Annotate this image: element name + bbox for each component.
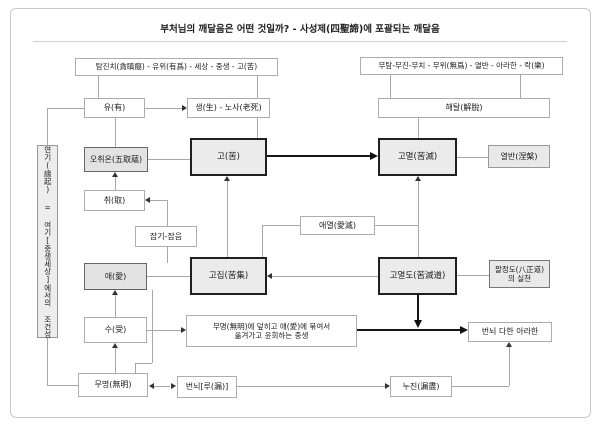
- node-ae: 애(愛): [84, 263, 147, 290]
- node-yeongi: 연기(緣起) = 여기[중생세상]에서의 조건성: [37, 145, 58, 338]
- connector: [167, 200, 168, 226]
- node-gomyeol: 고멸(苦滅): [378, 138, 457, 176]
- arrowhead: [112, 343, 118, 348]
- connector: [115, 118, 116, 147]
- connector: [47, 108, 48, 145]
- node-gomyeoldo: 고멸도(苦滅道): [378, 257, 457, 295]
- thick-connector: [417, 295, 419, 320]
- node-arahan: 번뇌 다한 아라한: [468, 322, 552, 342]
- node-beonnoe-ru: 번뇌[루(漏)]: [177, 376, 237, 398]
- connector: [257, 75, 258, 98]
- connector: [150, 200, 167, 201]
- node-gojip: 고집(苦集): [190, 257, 267, 295]
- samsara-line2: 옮겨가고 윤회하는 중생: [234, 331, 309, 340]
- arrowhead: [112, 290, 118, 295]
- thick-arrowhead: [370, 152, 378, 160]
- connector: [452, 386, 509, 387]
- connector: [145, 108, 182, 109]
- connector: [262, 225, 300, 226]
- arrowhead: [385, 383, 390, 389]
- thick-arrowhead: [414, 320, 422, 328]
- thick-connector: [357, 329, 460, 331]
- paljeongdo-line1: 팔정도(八正道): [494, 264, 545, 274]
- connector: [152, 290, 153, 363]
- node-greed-summary: 탐진치(貪瞋癡) - 유위(有爲) - 세상 - 중생 - 고(苦): [75, 58, 278, 76]
- connector: [115, 348, 116, 373]
- connector: [457, 157, 488, 158]
- node-haetal: 해탈(解脫): [378, 98, 550, 118]
- connector: [272, 276, 378, 277]
- node-go: 고(苦): [190, 138, 267, 176]
- connector: [98, 76, 99, 98]
- connector: [418, 180, 419, 257]
- node-ochwion: 오취온(五取蘊): [84, 147, 148, 172]
- connector: [390, 75, 391, 98]
- title-divider: [33, 41, 567, 42]
- connector: [167, 247, 168, 263]
- node-samsara: 무명(無明)에 덮히고 애(愛)에 묶여서 옮겨가고 윤회하는 중생: [186, 315, 357, 347]
- paljeongdo-line2: 의 실천: [507, 274, 532, 283]
- connector: [227, 180, 228, 257]
- connector: [257, 118, 258, 138]
- node-mumyeong: 무명(無明): [78, 373, 148, 397]
- thick-connector: [267, 155, 371, 157]
- node-paljeongdo: 팔정도(八正道) 의 실천: [489, 260, 550, 288]
- connector: [47, 385, 78, 386]
- connector: [115, 295, 116, 317]
- node-saeng-nosa: 생(生) - 노사(老死): [187, 98, 270, 118]
- arrowhead: [506, 342, 512, 347]
- connector: [147, 276, 190, 277]
- connector: [418, 118, 419, 138]
- node-chwi: 취(取): [84, 190, 145, 211]
- connector: [375, 225, 418, 226]
- connector: [147, 330, 181, 331]
- connector: [47, 338, 48, 385]
- arrowhead: [145, 197, 150, 203]
- node-yu: 유(有): [84, 98, 145, 118]
- arrowhead: [182, 105, 187, 111]
- arrowhead: [171, 383, 176, 389]
- node-nujin: 누진(漏盡): [390, 376, 452, 397]
- node-aemyeol: 애멸(愛滅): [300, 216, 375, 235]
- arrowhead: [267, 273, 272, 279]
- connector: [509, 347, 510, 386]
- connector: [115, 177, 116, 190]
- node-liberation-summary: 무탐-무진-무치 - 무위(無爲) - 열반 - 아라한 - 락(樂): [360, 57, 563, 75]
- node-su: 수(受): [84, 317, 147, 343]
- connector: [262, 225, 263, 257]
- samsara-line1: 무명(無明)에 덮히고 애(愛)에 묶여서: [212, 321, 331, 331]
- arrowhead: [224, 176, 230, 181]
- arrowhead: [149, 383, 154, 389]
- connector: [520, 75, 521, 98]
- node-japgi: 잡기-잡음: [135, 226, 197, 247]
- thick-arrowhead: [460, 326, 468, 334]
- connector: [154, 386, 170, 387]
- connector: [135, 363, 136, 373]
- connector: [237, 386, 385, 387]
- connector: [457, 275, 489, 276]
- page-title: 부처님의 깨달음은 어떤 것일까? - 사성제(四聖諦)에 포괄되는 깨달음: [160, 24, 440, 35]
- connector: [148, 159, 190, 160]
- arrowhead: [415, 176, 421, 181]
- arrowhead: [112, 172, 118, 177]
- diagram-frame: [10, 8, 591, 418]
- connector: [135, 363, 152, 364]
- connector: [47, 108, 84, 109]
- arrowhead: [181, 327, 186, 333]
- node-yeolban: 열반(涅槃): [488, 145, 550, 168]
